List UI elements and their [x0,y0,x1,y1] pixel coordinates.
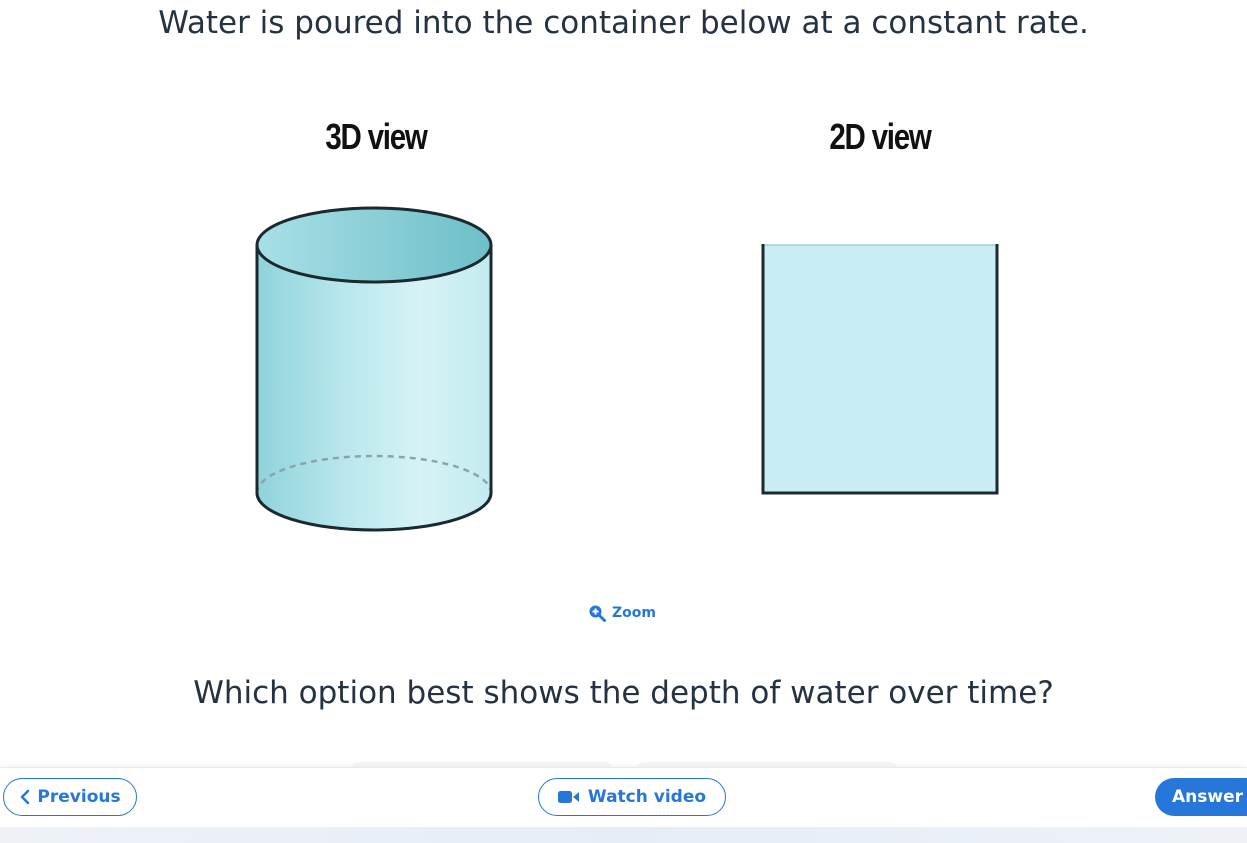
video-camera-icon [557,791,579,803]
view-2d-label: 2D view [829,116,932,157]
zoom-button[interactable]: Zoom [588,604,656,622]
previous-button[interactable]: Previous [3,778,137,816]
answer-label: Answer [1172,787,1243,807]
cylinder-body [257,245,491,530]
zoom-label: Zoom [612,605,656,621]
answer-button[interactable]: Answer [1155,778,1247,816]
zoom-in-icon [589,605,606,622]
chevron-left-icon [21,789,30,805]
container-2d-fill [763,245,997,493]
question-intro: Water is poured into the container below… [158,5,1089,41]
container-2d [761,244,999,495]
watch-video-label: Watch video [587,787,707,807]
watch-video-button[interactable]: Watch video [538,778,726,816]
view-3d-label: 3D view [325,116,428,157]
cylinder-hidden-base-edge [255,454,493,494]
cylinder-3d [255,206,493,532]
cylinder-base-edge [255,492,493,532]
cylinder-top-opening [255,206,493,284]
question-prompt: Which option best shows the depth of wat… [193,675,1054,711]
container-2d-outline [761,244,999,495]
previous-label: Previous [37,787,121,807]
footer-shadow [0,827,1247,843]
